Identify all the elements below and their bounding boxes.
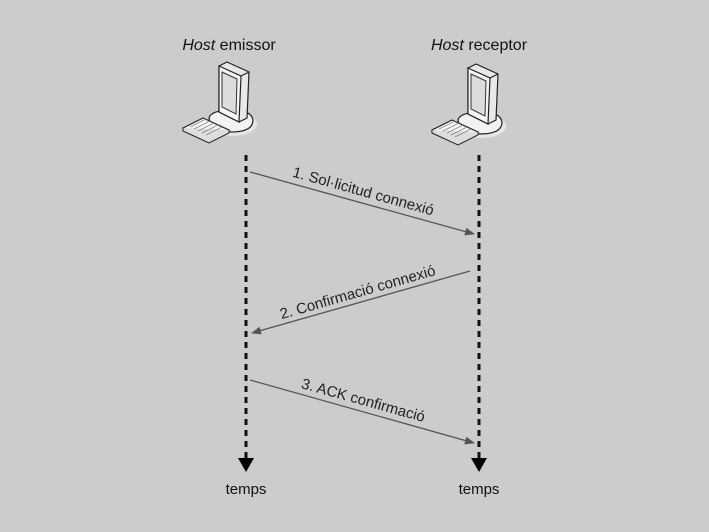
- message-arrow-3: [249, 379, 475, 445]
- message-label-1: 1. Sol·licitud connexió: [291, 164, 436, 219]
- time-arrowhead-receiver: [471, 458, 487, 472]
- message-arrow-1: [249, 171, 475, 236]
- message-label-3: 3. ACK confirmació: [299, 375, 426, 425]
- message-label-2: 2. Confirmació connexió: [278, 262, 437, 323]
- host-label-sender: Host emissor: [182, 37, 276, 54]
- computer-icon-sender: [182, 61, 258, 144]
- time-arrowhead-sender: [238, 458, 254, 472]
- computer-icon-receiver: [431, 63, 507, 146]
- host-label-receiver: Host receptor: [431, 37, 528, 54]
- message-arrow-2: [251, 270, 471, 335]
- time-label-sender: temps: [226, 481, 267, 498]
- time-label-receiver: temps: [459, 481, 500, 498]
